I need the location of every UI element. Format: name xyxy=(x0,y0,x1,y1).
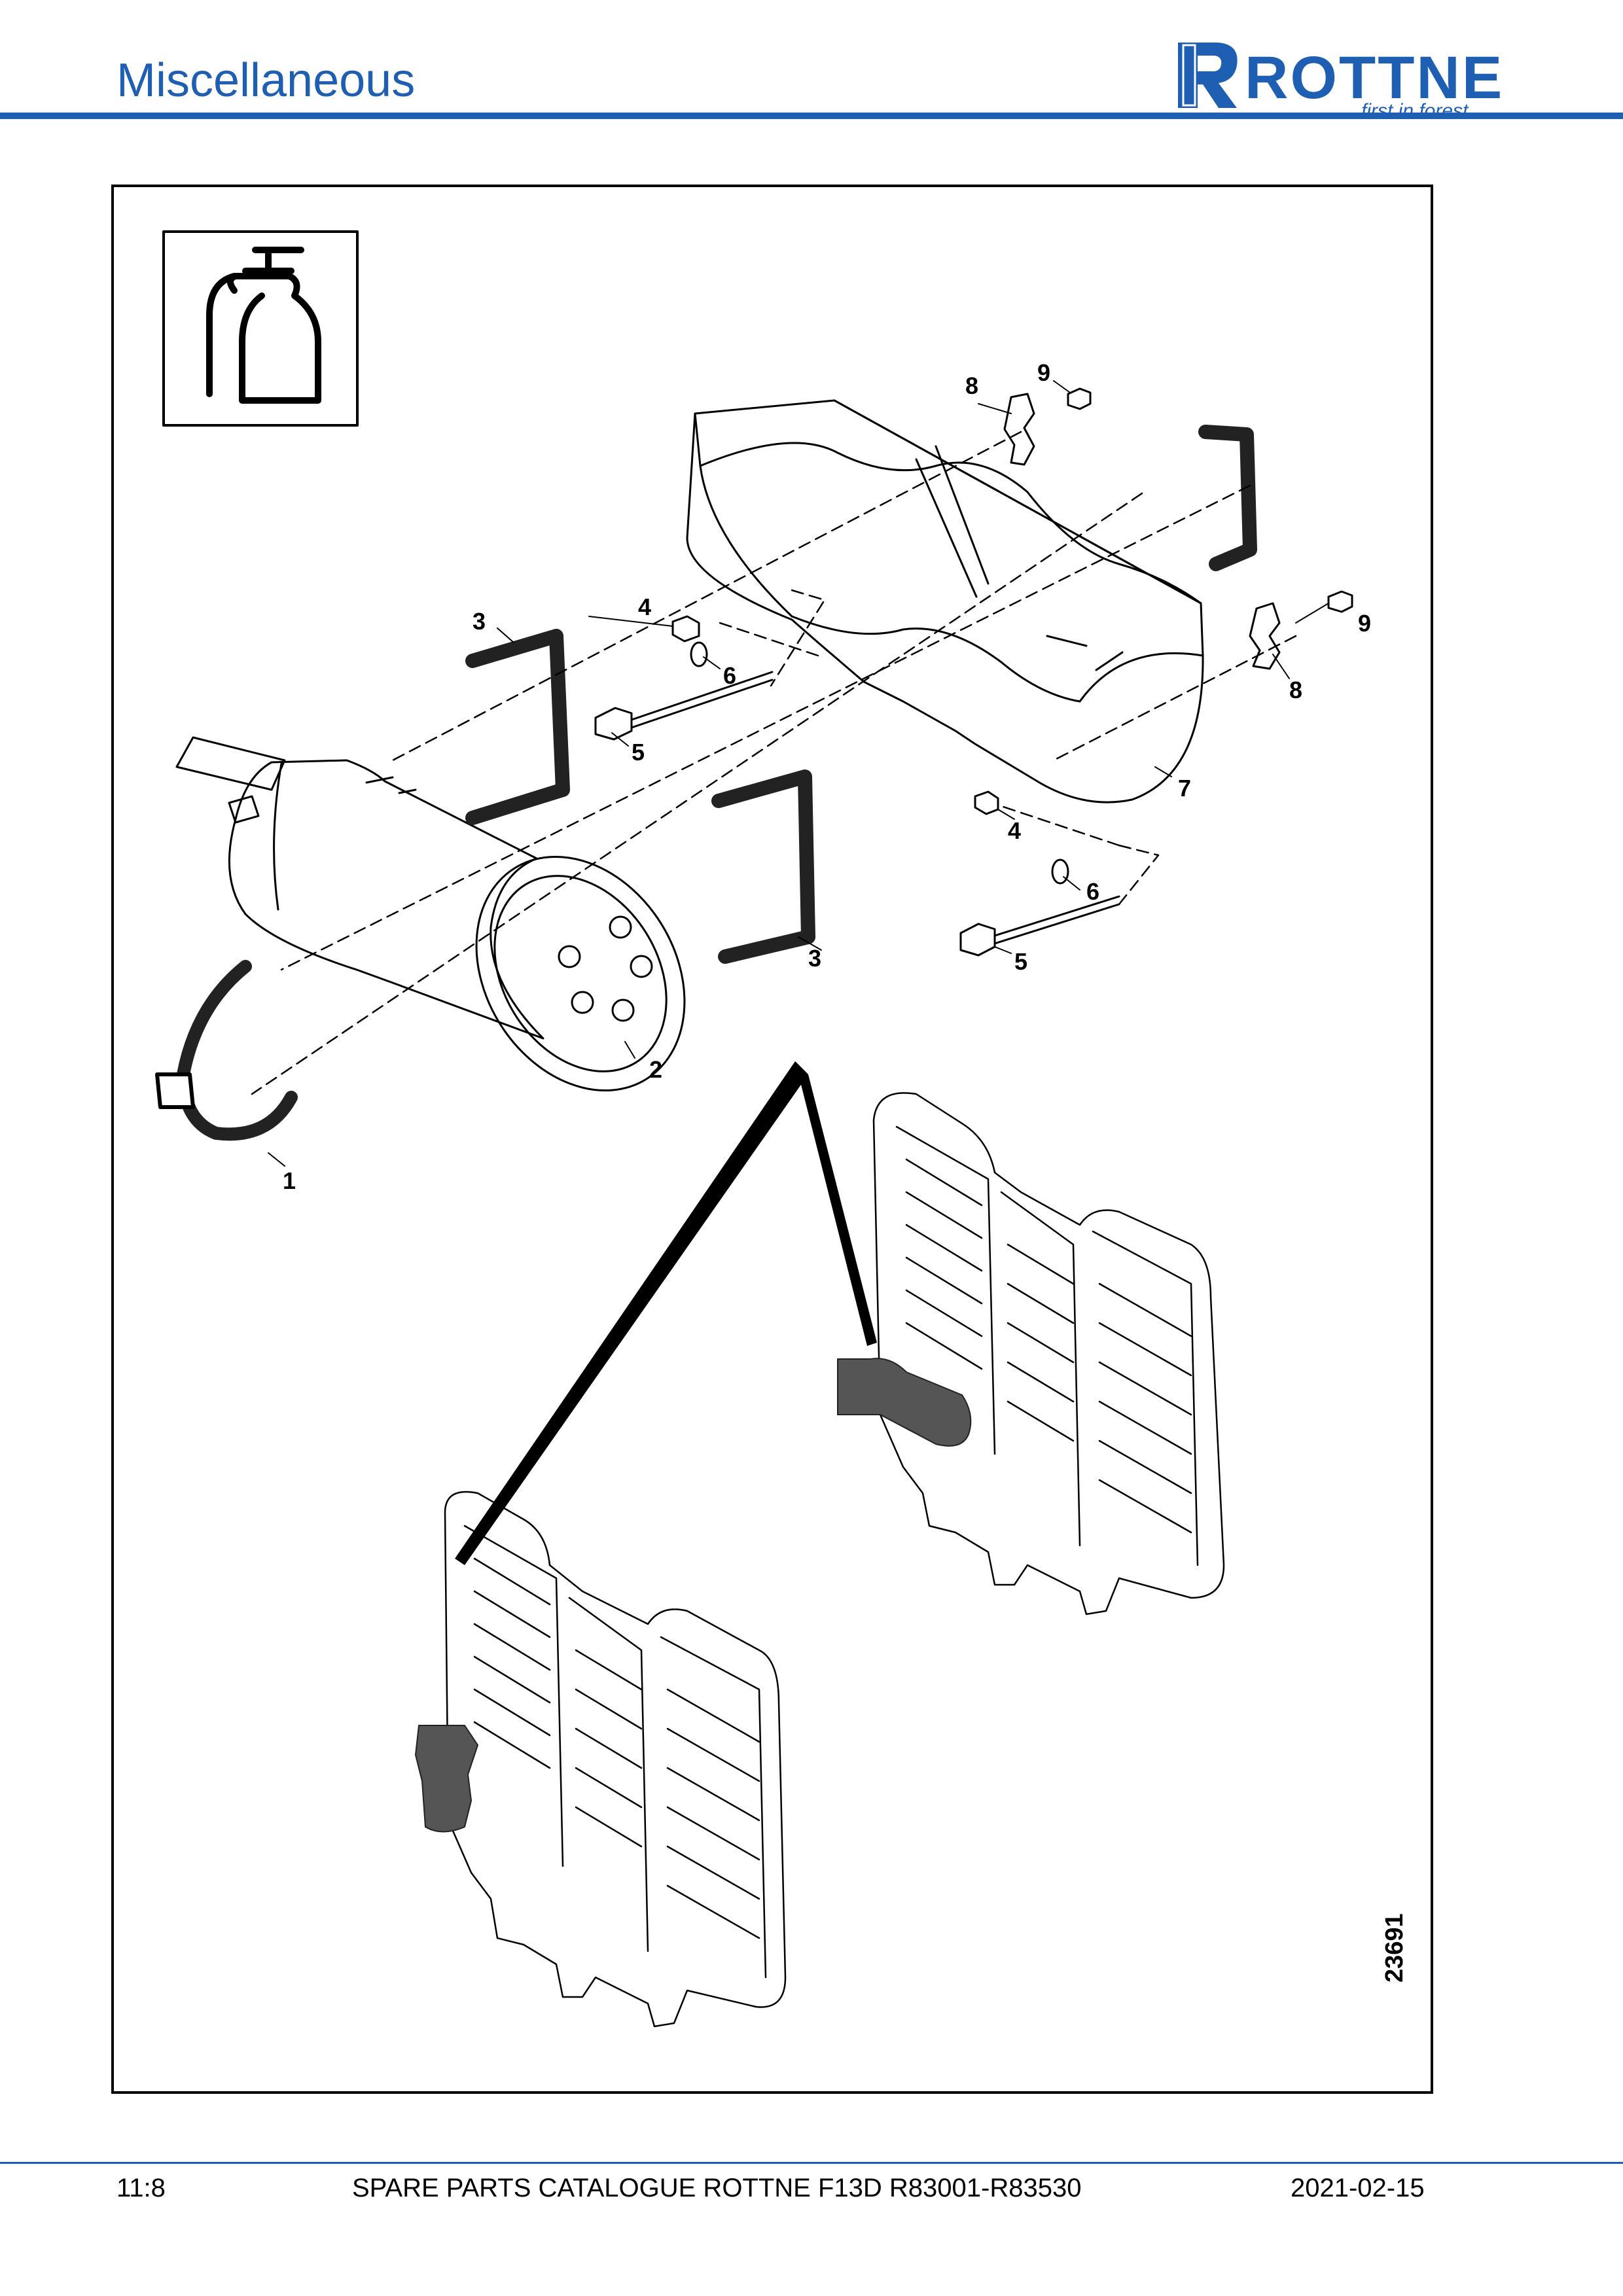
fire-extinguisher-icon xyxy=(162,230,359,427)
callout-8: 8 xyxy=(965,372,978,399)
callout-1: 1 xyxy=(283,1167,296,1194)
nut xyxy=(1067,387,1353,613)
bracket-housing xyxy=(686,399,1204,804)
header-rule xyxy=(0,113,1623,119)
catalogue-title: SPARE PARTS CATALOGUE ROTTNE F13D R83001… xyxy=(352,2174,1082,2202)
assembly-lines xyxy=(251,431,1297,1095)
location-pointer xyxy=(455,1061,877,1565)
callout-4: 4 xyxy=(1008,817,1021,844)
brand-logo: ROTTNE first in forest xyxy=(1171,36,1512,122)
rottne-logo-icon xyxy=(1178,43,1238,108)
mounting-bracket-right xyxy=(1198,425,1257,571)
callout-7: 7 xyxy=(1178,775,1191,802)
drawing-frame xyxy=(111,185,1433,2094)
callout-6: 6 xyxy=(723,662,736,689)
clamp xyxy=(1003,393,1281,670)
mounted-extinguisher xyxy=(415,1358,972,1833)
footer-rule xyxy=(0,2162,1623,2164)
callout-6: 6 xyxy=(1086,878,1099,905)
callout-5: 5 xyxy=(632,739,645,766)
page-number: 11:8 xyxy=(116,2174,166,2202)
page-title: Miscellaneous xyxy=(116,54,416,107)
callout-3: 3 xyxy=(808,945,821,972)
mounting-bracket xyxy=(465,629,815,964)
callout-9: 9 xyxy=(1037,359,1050,386)
washer xyxy=(690,641,1069,885)
callout-9: 9 xyxy=(1358,610,1371,637)
strap xyxy=(155,960,298,1141)
callout-5: 5 xyxy=(1014,948,1027,975)
machine-frame xyxy=(444,1092,1225,2028)
bolt xyxy=(594,671,1120,957)
leader-lines xyxy=(268,380,1329,1167)
drawing-number: 23691 xyxy=(1381,1913,1408,1983)
extinguisher-body xyxy=(175,736,686,1092)
callout-8: 8 xyxy=(1289,677,1302,703)
screw xyxy=(671,615,999,815)
catalogue-date: 2021-02-15 xyxy=(1291,2174,1425,2202)
callout-2: 2 xyxy=(649,1056,662,1083)
brand-name: ROTTNE xyxy=(1245,44,1505,111)
exploded-parts-drawing: 8 9 9 8 3 4 6 5 7 4 6 5 3 2 1 xyxy=(155,230,1371,2028)
callout-3: 3 xyxy=(473,608,486,635)
callout-4: 4 xyxy=(638,593,651,620)
